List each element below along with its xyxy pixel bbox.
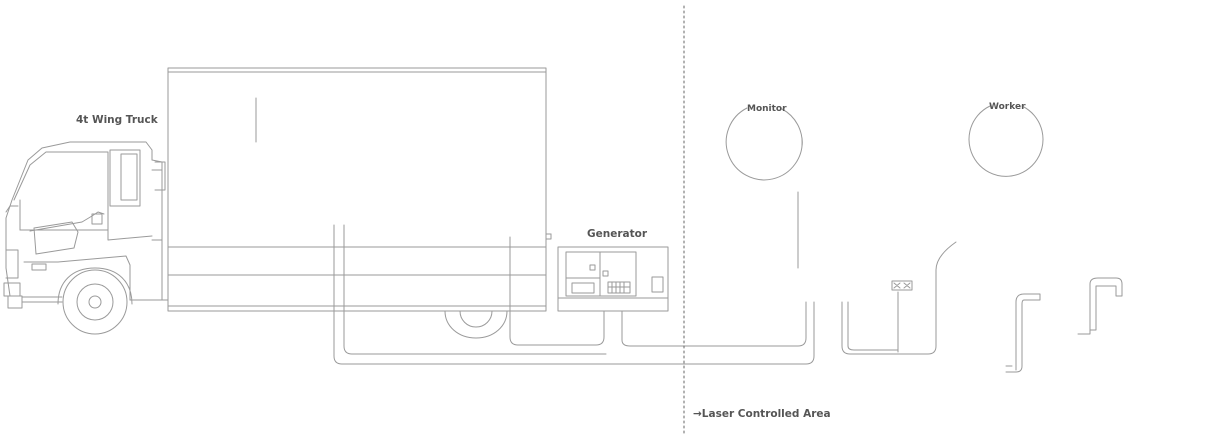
pipe-fixture-right <box>1078 278 1122 334</box>
cable-outer <box>334 225 814 364</box>
monitor-station <box>726 108 802 180</box>
laser-head <box>892 281 912 290</box>
truck-cabin <box>4 142 165 308</box>
cargo-box <box>130 68 551 311</box>
generator-label: Generator <box>587 228 648 240</box>
rear-wheel <box>445 311 507 338</box>
worker-station <box>969 106 1043 176</box>
monitor-label: Monitor <box>747 104 787 114</box>
worker-label: Worker <box>989 102 1026 112</box>
truck-label: 4t Wing Truck <box>76 114 158 126</box>
pipe-fixture-left <box>1006 294 1040 372</box>
laser-cabling <box>842 242 956 354</box>
cable-generator <box>510 192 806 346</box>
front-wheel <box>58 268 132 334</box>
laser-area-label: →Laser Controlled Area <box>693 408 831 420</box>
generator <box>558 247 668 311</box>
